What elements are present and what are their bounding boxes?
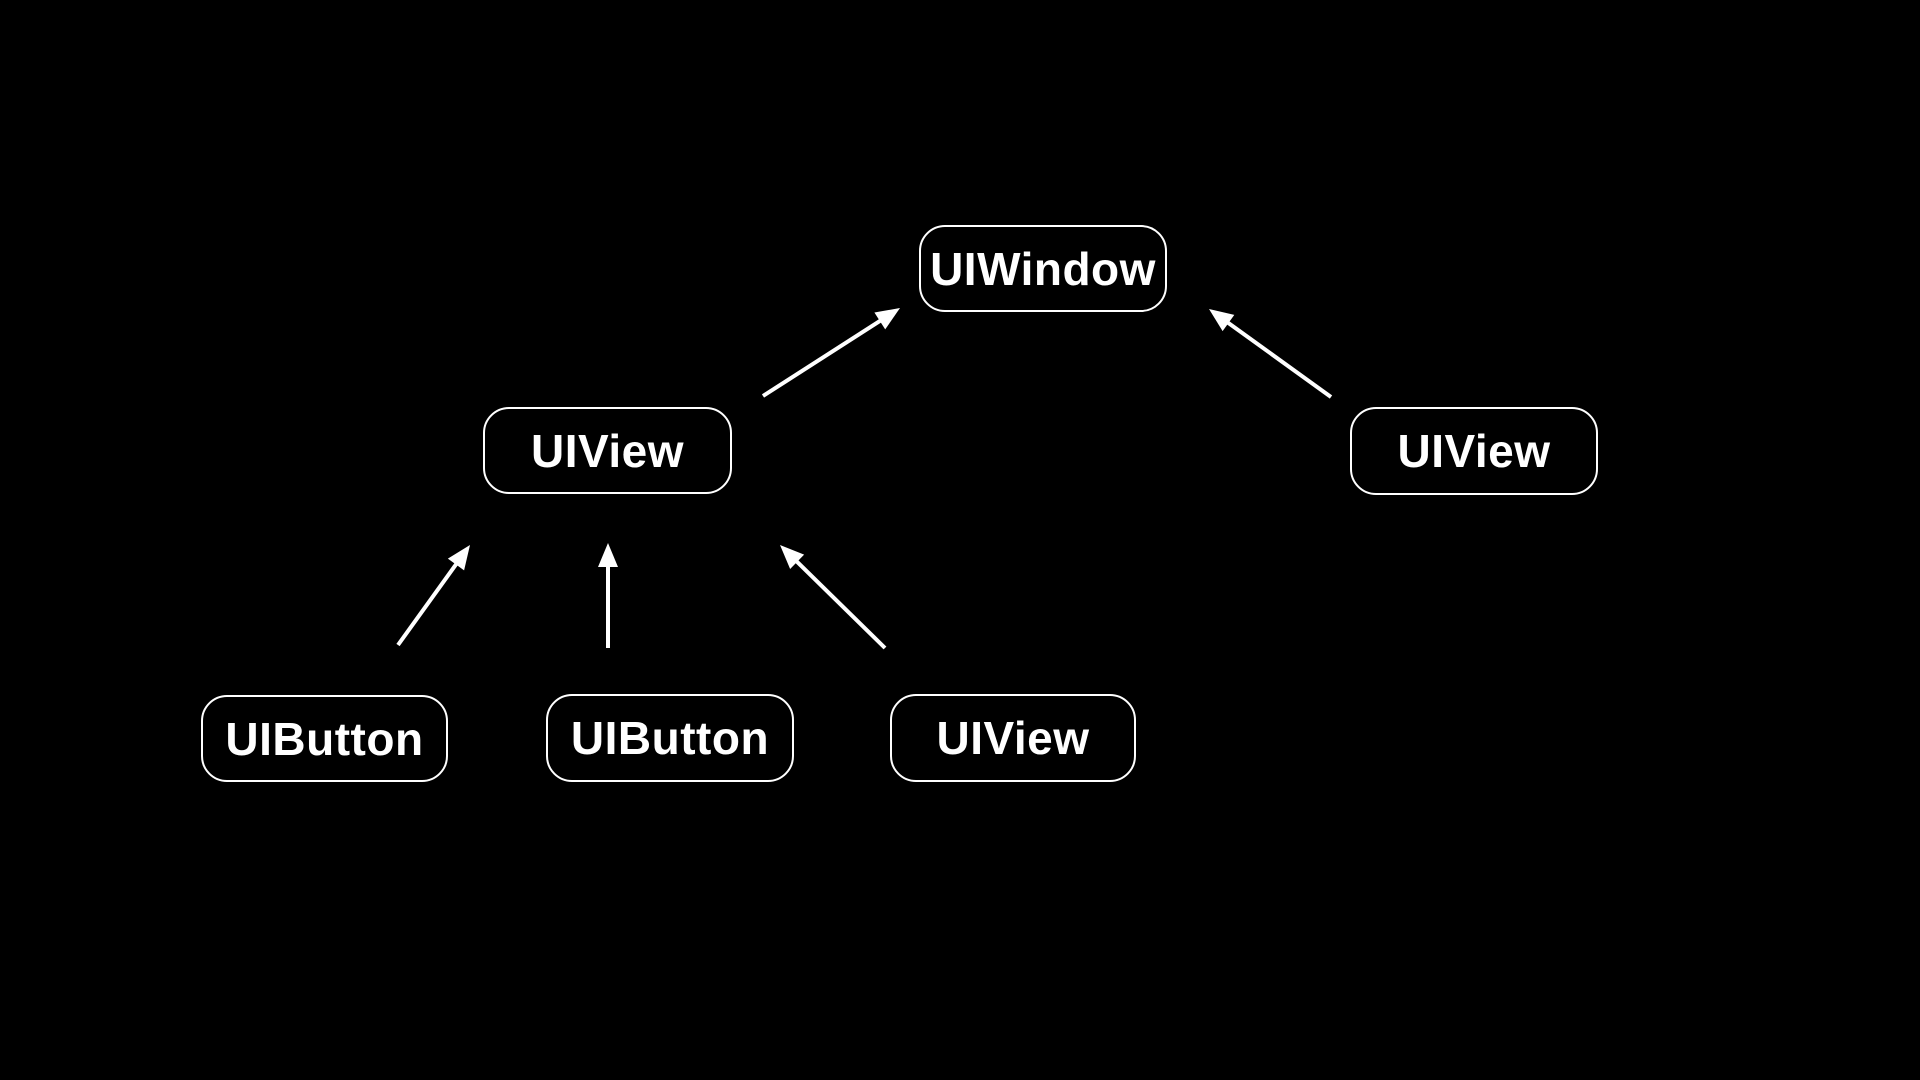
node-uiview-right-label: UIView	[1397, 425, 1551, 477]
arrowhead-uiview-left-to-uiwindow	[874, 308, 900, 330]
arrowhead-uibutton-middle-to-uiview-left	[598, 543, 618, 567]
arrowhead-uiview-right-to-uiwindow	[1209, 309, 1235, 332]
node-uibutton-left: UIButton	[201, 695, 448, 782]
node-uibutton-middle-label: UIButton	[570, 712, 770, 764]
node-uiwindow-label: UIWindow	[930, 242, 1156, 295]
node-uiview-left: UIView	[483, 407, 732, 494]
arrowhead-uibutton-left-to-uiview-left	[447, 545, 470, 571]
node-uiview-bottom: UIView	[890, 694, 1136, 782]
arrow-uibutton-left-to-uiview-left	[396, 561, 459, 647]
node-uibutton-left-label: UIButton	[225, 712, 424, 765]
node-uiview-bottom-label: UIView	[936, 712, 1090, 764]
node-uiview-right: UIView	[1350, 407, 1598, 495]
node-uiview-left-label: UIView	[531, 424, 684, 477]
arrow-uiview-right-to-uiwindow	[1225, 320, 1333, 399]
node-uibutton-middle: UIButton	[546, 694, 794, 782]
arrowhead-uiview-bottom-to-uiview-left	[780, 545, 805, 569]
arrow-uiview-left-to-uiwindow	[761, 318, 883, 398]
arrow-uiview-bottom-to-uiview-left	[794, 558, 887, 650]
node-uiwindow: UIWindow	[919, 225, 1167, 312]
